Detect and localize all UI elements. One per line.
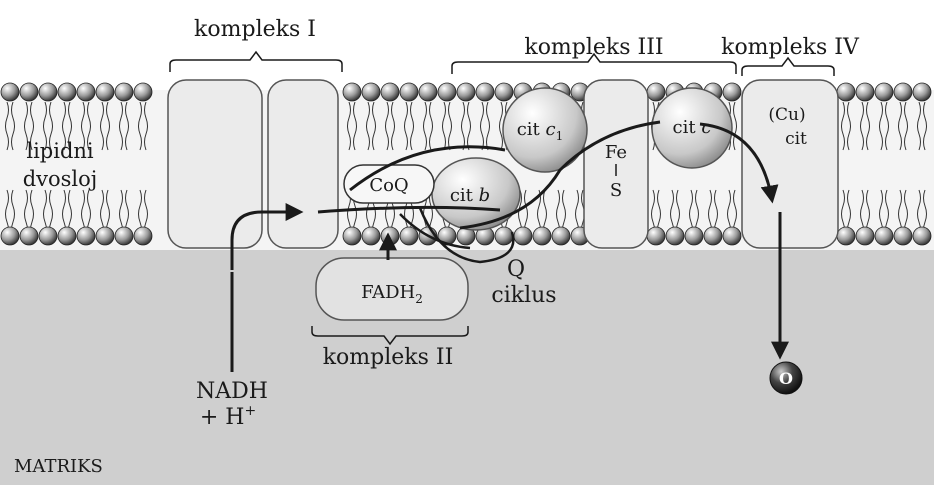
- label-s: S: [610, 180, 622, 201]
- label-q: Q: [507, 257, 525, 282]
- lipid-head: [875, 227, 893, 245]
- label-lipid-line2: dvosloj: [23, 167, 98, 191]
- lipid-head: [837, 83, 855, 101]
- label-matriks: MATRIKS: [14, 456, 103, 477]
- lipid-head: [438, 83, 456, 101]
- label-coq: CoQ: [369, 175, 408, 196]
- label-fadh2: FADH2: [361, 282, 423, 306]
- label-lipid-line1: lipidni: [26, 139, 94, 163]
- lipid-head: [400, 227, 418, 245]
- lipid-head: [134, 227, 152, 245]
- lipid-head: [381, 227, 399, 245]
- lipid-head: [685, 227, 703, 245]
- lipid-head: [343, 227, 361, 245]
- label-cit-iv: cit: [785, 129, 807, 149]
- lipid-head: [381, 83, 399, 101]
- label-cu: (Cu): [768, 105, 805, 125]
- label-nadh: NADH: [196, 379, 268, 404]
- lipid-head: [514, 227, 532, 245]
- lipid-head: [894, 227, 912, 245]
- lipid-head: [1, 227, 19, 245]
- lipid-head: [115, 227, 133, 245]
- lipid-head: [476, 83, 494, 101]
- lipid-head: [552, 227, 570, 245]
- lipid-head: [837, 227, 855, 245]
- lipid-head: [1, 83, 19, 101]
- label-cit-c: cit c: [673, 117, 712, 138]
- lipid-head: [666, 227, 684, 245]
- lipid-head: [723, 227, 741, 245]
- lipid-head: [77, 227, 95, 245]
- lipid-head: [20, 227, 38, 245]
- label-fe: Fe: [605, 142, 627, 163]
- lipid-head: [96, 83, 114, 101]
- lipid-head: [39, 227, 57, 245]
- bracket-complex-i: [170, 52, 342, 72]
- lipid-head: [875, 83, 893, 101]
- label-ciklus: ciklus: [491, 283, 556, 308]
- lipid-head: [362, 83, 380, 101]
- lipid-head: [894, 83, 912, 101]
- lipid-head: [495, 227, 513, 245]
- lipid-head: [77, 83, 95, 101]
- label-cit-b: cit b: [450, 185, 490, 206]
- lipid-head: [913, 227, 931, 245]
- label-complex-ii: kompleks II: [323, 345, 454, 370]
- label-complex-iii: kompleks III: [524, 35, 663, 60]
- lipid-head: [362, 227, 380, 245]
- lipid-head: [647, 83, 665, 101]
- lipid-head: [723, 83, 741, 101]
- lipid-head: [343, 83, 361, 101]
- lipid-head: [115, 83, 133, 101]
- lipid-head: [647, 227, 665, 245]
- lipid-head: [58, 83, 76, 101]
- lipid-head: [419, 83, 437, 101]
- lipid-head: [495, 83, 513, 101]
- lipid-head: [400, 83, 418, 101]
- lipid-head: [134, 83, 152, 101]
- lipid-head: [39, 83, 57, 101]
- label-complex-i: kompleks I: [194, 17, 316, 42]
- lipid-head: [457, 83, 475, 101]
- lipid-head: [704, 227, 722, 245]
- label-complex-iv: kompleks IV: [721, 35, 860, 60]
- lipid-head: [913, 83, 931, 101]
- lipid-head: [20, 83, 38, 101]
- lipid-head: [96, 227, 114, 245]
- complex-i-block-left: [168, 80, 262, 248]
- label-o2: O: [779, 369, 793, 388]
- bracket-complex-iv: [742, 58, 834, 76]
- lipid-head: [856, 227, 874, 245]
- lipid-head: [856, 83, 874, 101]
- complex-i-block-right: [268, 80, 338, 248]
- lipid-head: [533, 227, 551, 245]
- lipid-head: [58, 227, 76, 245]
